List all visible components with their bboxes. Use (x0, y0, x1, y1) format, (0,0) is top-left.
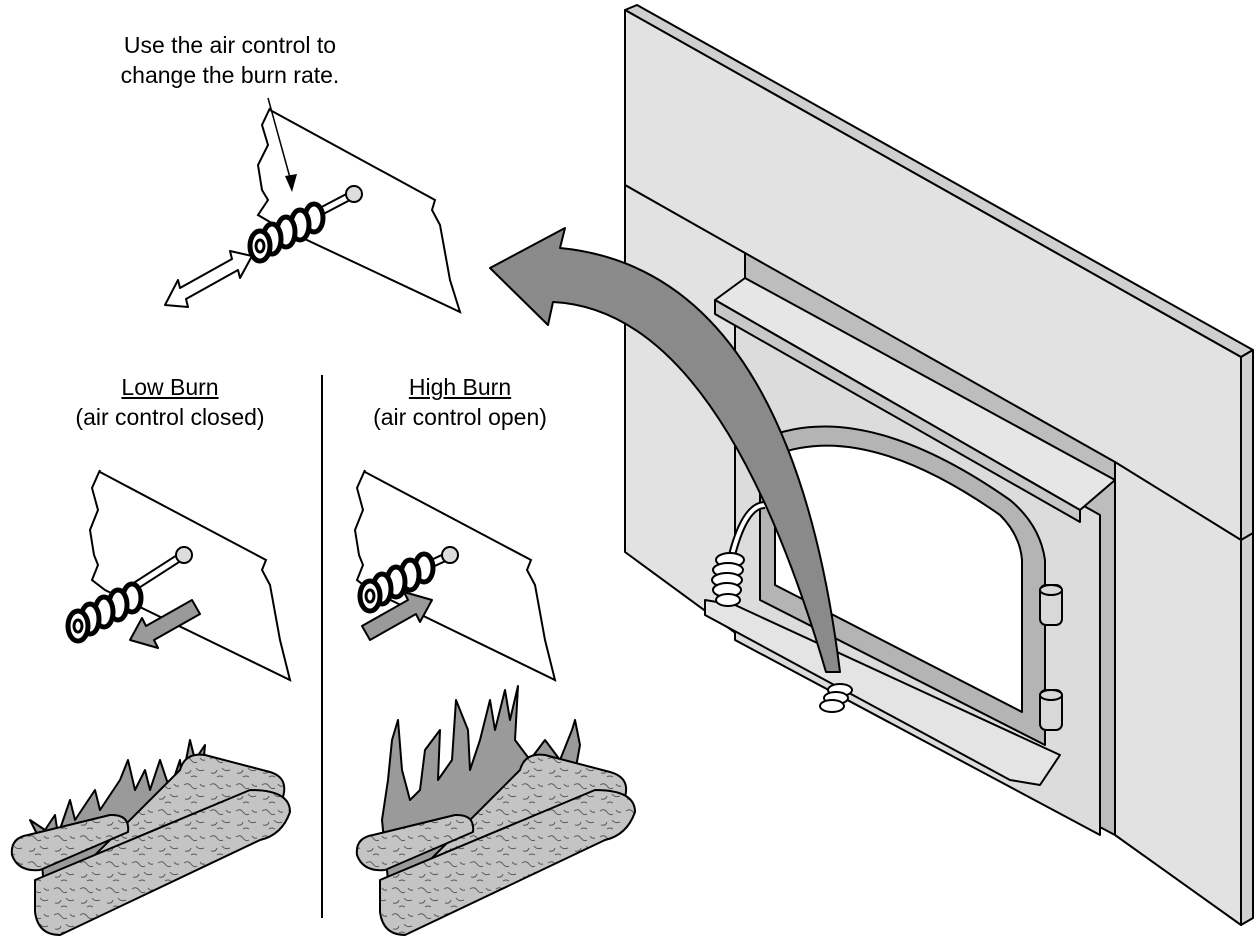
low-wall-plate (88, 469, 292, 682)
low-burn-label: Low Burn (air control closed) (40, 372, 300, 432)
high-burn-title: High Burn (408, 374, 512, 400)
big-curved-arrow (489, 227, 841, 673)
caption-line-1: Use the air control to (123, 32, 337, 58)
double-headed-arrow (164, 250, 253, 308)
low-burn-subtitle: (air control closed) (75, 404, 265, 430)
high-coil-knob (357, 551, 436, 614)
air-control-knob (819, 683, 853, 713)
high-log-left (355, 813, 475, 872)
high-burn-label: High Burn (air control open) (330, 372, 590, 432)
low-log-front (34, 789, 291, 936)
low-burn-detail (65, 469, 292, 682)
high-burn-fire (355, 685, 636, 936)
caption-line-2: change the burn rate. (120, 62, 340, 88)
caption-leader (267, 97, 293, 186)
high-push-arrow (361, 591, 433, 641)
top-air-control-detail (164, 97, 462, 314)
door-handle (711, 501, 766, 607)
surround-side-edge (1240, 349, 1254, 926)
high-burn-detail (353, 469, 557, 682)
low-push-arrow (129, 599, 201, 649)
high-log-front (379, 789, 636, 936)
low-burn-fire (10, 739, 291, 936)
low-coil-knob (65, 581, 144, 644)
top-coil-knob (247, 201, 326, 264)
hinge-upper (1039, 584, 1063, 626)
hinge-lower (1039, 689, 1063, 731)
top-wall-plate (256, 107, 462, 314)
high-burn-subtitle: (air control open) (373, 404, 547, 430)
low-burn-title: Low Burn (121, 374, 219, 400)
caption: Use the air control to change the burn r… (100, 30, 360, 90)
top-shelf-front (714, 299, 1081, 523)
door-glass (774, 444, 1023, 713)
surround-right-panel (1114, 461, 1242, 926)
fireplace-insert (624, 4, 1254, 926)
low-log-left (10, 813, 130, 872)
